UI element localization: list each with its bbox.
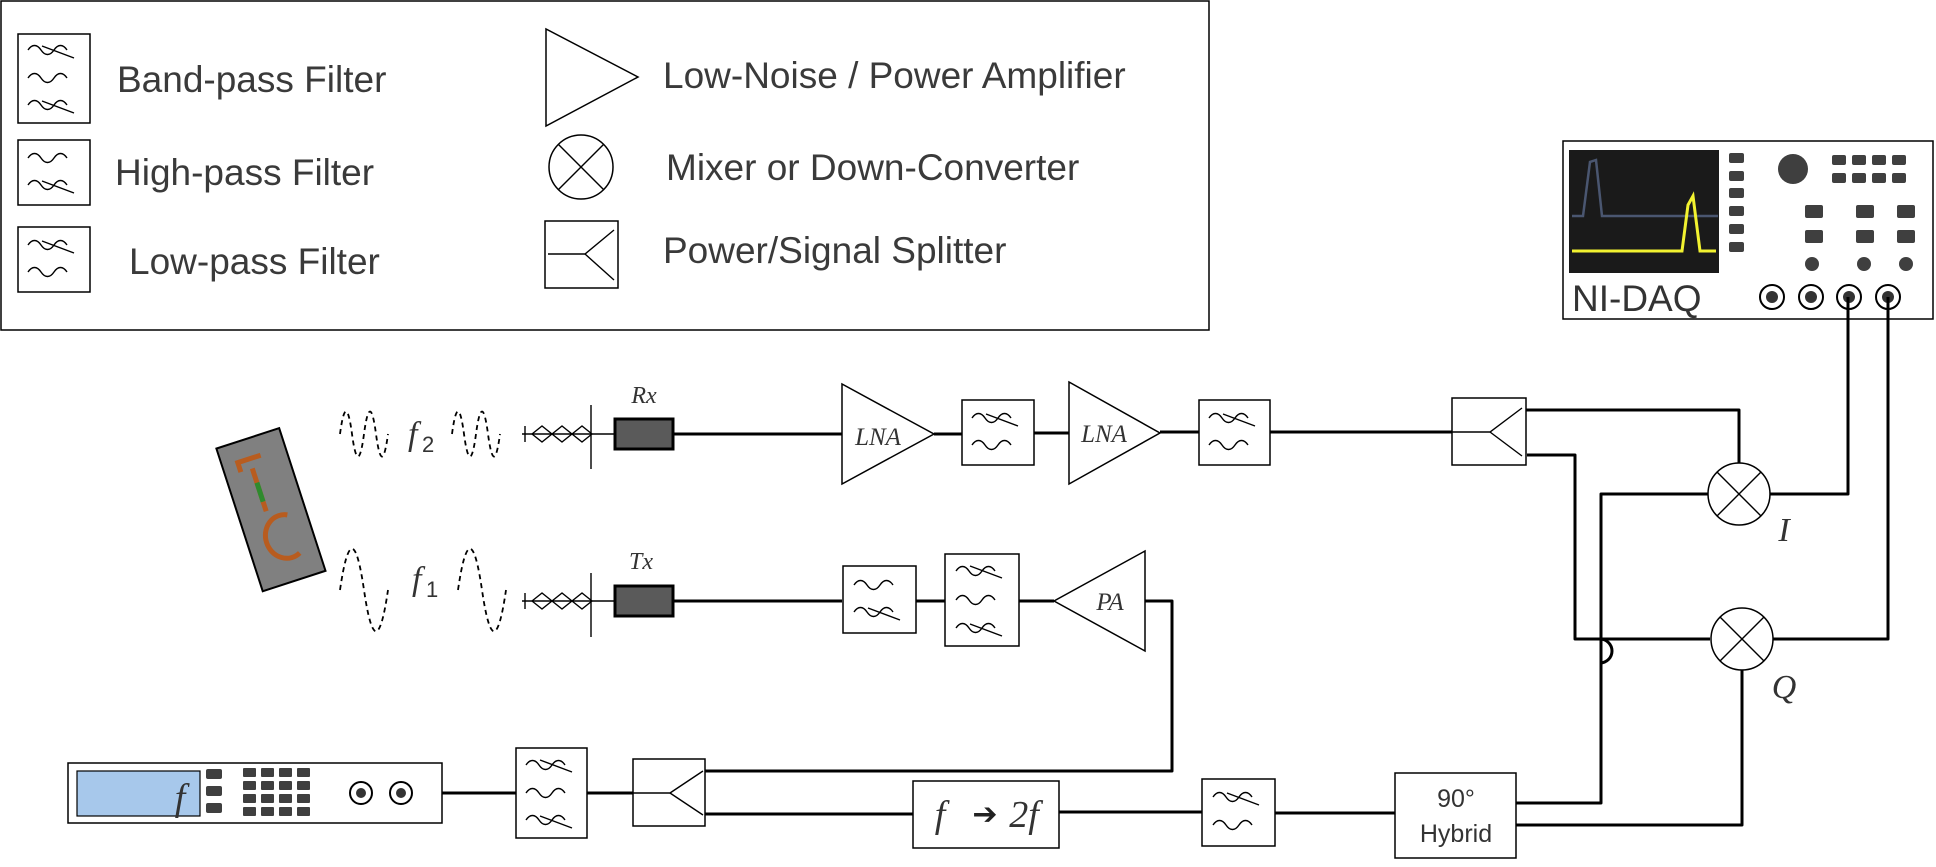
lo-band-pass-filter bbox=[515, 747, 588, 839]
signal-wires bbox=[414, 297, 1890, 827]
rx-label: Rx bbox=[630, 383, 657, 409]
f1-label: f bbox=[412, 561, 426, 598]
signal-generator: f bbox=[67, 762, 443, 824]
rx-splitter bbox=[1451, 397, 1527, 466]
arrow-icon: ➔ bbox=[972, 797, 997, 832]
i-label: I bbox=[1777, 512, 1791, 549]
svg-text:LNA: LNA bbox=[1080, 421, 1128, 448]
band-pass-filter-icon bbox=[17, 33, 91, 124]
svg-text:LNA: LNA bbox=[854, 424, 902, 451]
f2-subscript: 2 bbox=[422, 432, 434, 457]
svg-text:Hybrid: Hybrid bbox=[1420, 820, 1492, 848]
generator-screen bbox=[76, 770, 201, 817]
mixer-q: Q bbox=[1710, 607, 1797, 706]
hybrid-90: 90° Hybrid bbox=[1394, 772, 1517, 859]
mixer-label: Mixer or Down-Converter bbox=[666, 147, 1079, 188]
rfid-tag bbox=[215, 426, 327, 593]
tx-band-pass-filter bbox=[944, 553, 1020, 647]
mixer-i: I bbox=[1707, 462, 1791, 549]
daq-label: NI-DAQ bbox=[1572, 278, 1702, 319]
low-pass-label: Low-pass Filter bbox=[129, 241, 380, 282]
rx-waveforms: f 2 bbox=[339, 410, 501, 458]
tx-high-pass-filter bbox=[842, 565, 917, 634]
lna-2: LNA bbox=[1068, 380, 1162, 486]
rx-low-pass-filter-2 bbox=[1198, 399, 1271, 466]
mixer-icon bbox=[548, 134, 614, 200]
legend-box: Band-pass Filter High-pass Filter Low-pa… bbox=[0, 0, 1210, 331]
high-pass-filter-icon bbox=[17, 139, 91, 206]
amplifier-icon bbox=[545, 27, 640, 128]
frequency-doubler: f ➔ 2f bbox=[912, 780, 1060, 849]
f2-label: f bbox=[408, 416, 422, 453]
svg-text:PA: PA bbox=[1095, 589, 1124, 616]
power-amplifier: PA bbox=[1052, 549, 1146, 653]
high-pass-label: High-pass Filter bbox=[115, 152, 374, 193]
rx-antenna: Rx bbox=[522, 383, 675, 469]
splitter-label: Power/Signal Splitter bbox=[663, 230, 1006, 271]
lna-1: LNA bbox=[841, 382, 936, 486]
splitter-icon bbox=[544, 220, 619, 289]
tx-label: Tx bbox=[629, 549, 653, 575]
lo-splitter bbox=[632, 758, 706, 827]
tx-antenna: Tx bbox=[522, 549, 675, 637]
rx-low-pass-filter-1 bbox=[961, 399, 1035, 466]
svg-text:90°: 90° bbox=[1437, 785, 1475, 813]
band-pass-label: Band-pass Filter bbox=[117, 59, 386, 100]
daq-screen bbox=[1569, 150, 1719, 273]
tx-waveforms: f 1 bbox=[339, 548, 507, 632]
low-pass-filter-icon bbox=[17, 226, 91, 293]
ni-daq-instrument: NI-DAQ bbox=[1562, 140, 1934, 320]
q-label: Q bbox=[1772, 669, 1797, 706]
lo-low-pass-filter bbox=[1201, 778, 1276, 847]
svg-text:2f: 2f bbox=[1009, 794, 1043, 836]
f1-subscript: 1 bbox=[426, 577, 438, 602]
amplifier-label: Low-Noise / Power Amplifier bbox=[663, 55, 1126, 96]
